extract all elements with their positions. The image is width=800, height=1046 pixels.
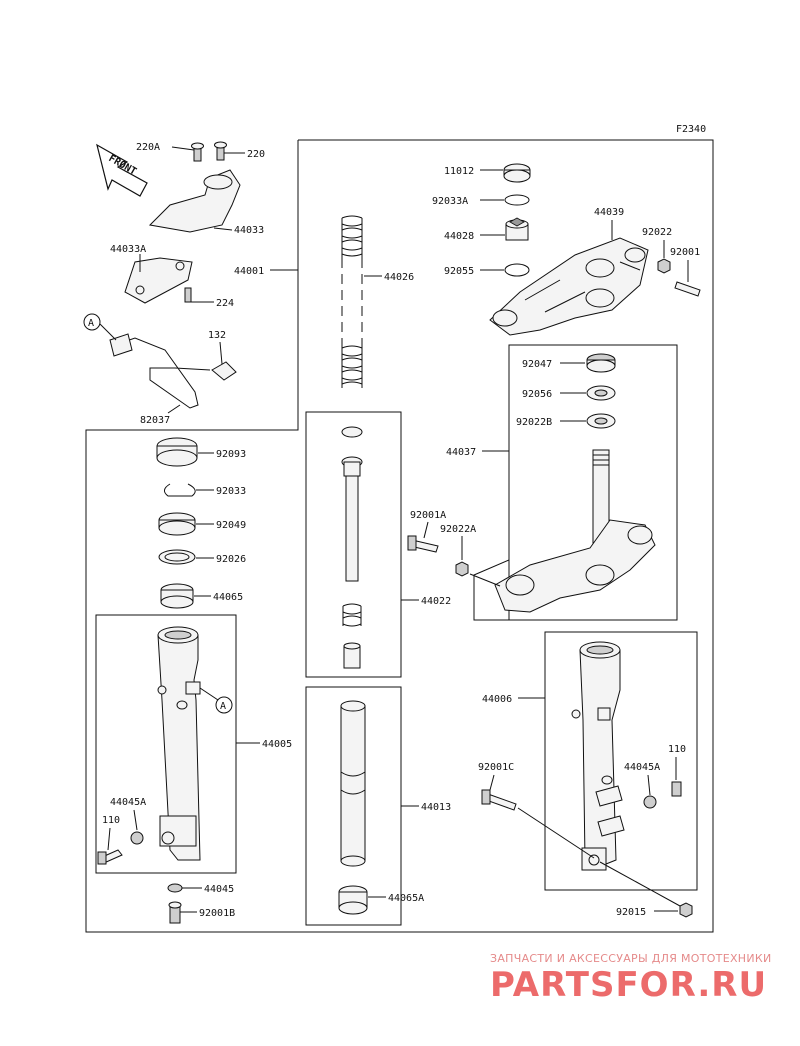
label-44013: 44013 — [421, 802, 451, 813]
label-44022: 44022 — [421, 596, 451, 607]
label-11012: 11012 — [444, 166, 474, 177]
label-44065: 44065 — [213, 592, 243, 603]
label-44065A: 44065A — [388, 893, 424, 904]
label-44037: 44037 — [446, 447, 476, 458]
label-220A: 220A — [136, 142, 160, 153]
label-92033A: 92033A — [432, 196, 468, 207]
label-110-right: 110 — [668, 744, 686, 755]
label-92093: 92093 — [216, 449, 246, 460]
label-132: 132 — [208, 330, 226, 341]
label-92001A: 92001A — [410, 510, 446, 521]
right-slider-box — [544, 631, 698, 891]
label-92033: 92033 — [216, 486, 246, 497]
label-92056: 92056 — [522, 389, 552, 400]
watermark-tagline: ЗАПЧАСТИ И АКСЕССУАРЫ ДЛЯ МОТОТЕХНИКИ — [490, 952, 772, 965]
label-92001: 92001 — [670, 247, 700, 258]
label-44039: 44039 — [594, 207, 624, 218]
label-92022A: 92022A — [440, 524, 476, 535]
label-92015: 92015 — [616, 907, 646, 918]
label-92022: 92022 — [642, 227, 672, 238]
label-92022B: 92022B — [516, 417, 552, 428]
label-44045: 44045 — [204, 884, 234, 895]
callout-a-slider: A — [220, 701, 226, 712]
label-92026: 92026 — [216, 554, 246, 565]
label-92047: 92047 — [522, 359, 552, 370]
label-44026: 44026 — [384, 272, 414, 283]
label-82037: 82037 — [140, 415, 170, 426]
label-44033: 44033 — [234, 225, 264, 236]
stem-box — [508, 344, 678, 621]
label-44005: 44005 — [262, 739, 292, 750]
upper-triple-clamp — [489, 237, 701, 336]
steering-stem-assembly — [407, 353, 656, 613]
label-44028: 44028 — [444, 231, 474, 242]
label-224: 224 — [216, 298, 234, 309]
watermark-brand: PARTSFOR.RU — [490, 965, 767, 1005]
left-outer-tube: A — [97, 626, 233, 924]
label-110-left: 110 — [102, 815, 120, 826]
handlebar-holder-assembly: A — [83, 141, 241, 409]
fork-cap-stack — [503, 163, 531, 277]
label-44006: 44006 — [482, 694, 512, 705]
callout-a-top: A — [88, 318, 94, 329]
label-44045A-left: 44045A — [110, 797, 146, 808]
label-92001C: 92001C — [478, 762, 514, 773]
right-outer-tube — [481, 641, 693, 918]
damper-rod — [341, 426, 363, 669]
fork-spring — [341, 215, 363, 388]
label-44001: 44001 — [234, 266, 264, 277]
main-outline — [85, 139, 714, 933]
damper-box — [305, 411, 402, 678]
label-92055: 92055 — [444, 266, 474, 277]
seal-stack — [156, 437, 198, 609]
label-44033A: 44033A — [110, 244, 146, 255]
label-220: 220 — [247, 149, 265, 160]
inner-tube — [338, 700, 368, 915]
label-44045A-right: 44045A — [624, 762, 660, 773]
figure-code: F2340 — [676, 124, 706, 135]
label-92049: 92049 — [216, 520, 246, 531]
left-slider-box — [95, 614, 237, 874]
label-92001B: 92001B — [199, 908, 235, 919]
stem-box-ext — [473, 559, 510, 621]
